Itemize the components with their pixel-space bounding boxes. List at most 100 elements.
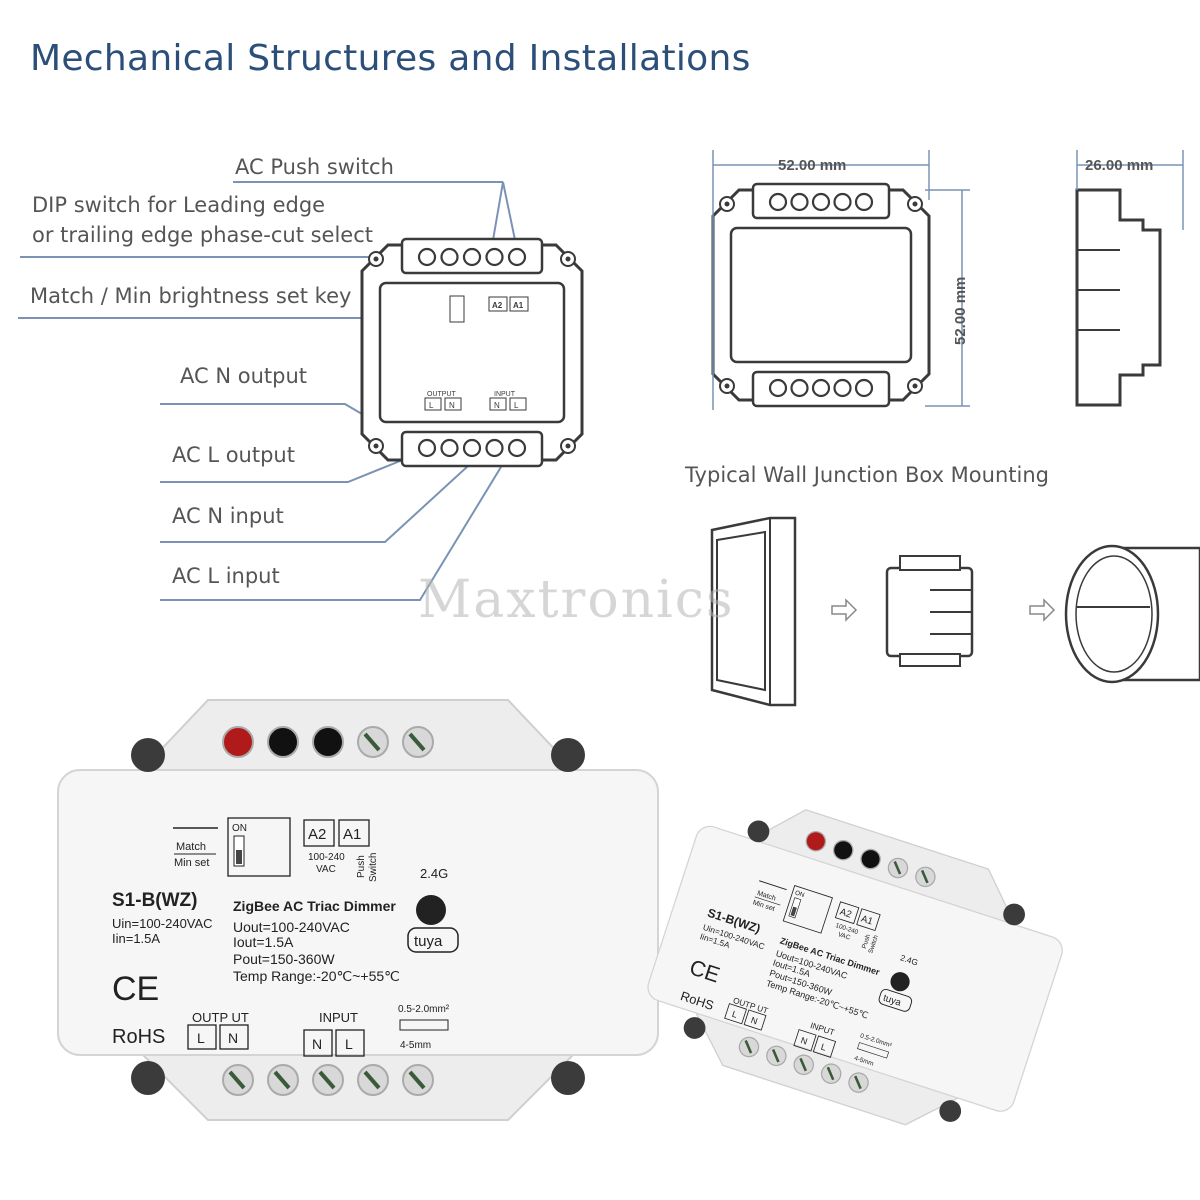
top-terminal-colored (805, 831, 827, 852)
mounting-hole-center (912, 383, 918, 389)
screw-hole (1003, 903, 1025, 926)
callout-ac-n-input: AC N input (172, 504, 284, 528)
schematic-in-n-box (489, 397, 507, 411)
match-label: Match (176, 841, 206, 853)
terminal-top (485, 247, 504, 267)
callout-ac-n-output: AC N output (180, 364, 307, 388)
match-key-symbol (759, 880, 787, 891)
arrow-icon (1029, 598, 1056, 622)
terminal-bottom (507, 438, 527, 458)
a2-box (488, 296, 508, 312)
uin-label: Uin=100-240VAC (112, 916, 213, 931)
front-face (57, 769, 659, 1056)
schematic-a2-label: A2 (492, 301, 503, 310)
screw-slot (799, 1057, 808, 1072)
screw-hole (551, 738, 585, 772)
iout-label: Iout=1.5A (233, 934, 294, 950)
dimmer-module-illustration (885, 555, 974, 667)
vac-range-label: 100-240 (308, 852, 345, 863)
screw-hole (683, 1017, 706, 1039)
dip-panel (782, 885, 833, 934)
arrow-icon (831, 598, 858, 622)
a2-label: A2 (308, 826, 326, 843)
terminal-bottom (768, 378, 788, 398)
leader-push-switch-a (492, 181, 504, 241)
terminal-top (833, 192, 852, 212)
screw-slot (318, 1070, 336, 1090)
dip-on-label: ON (232, 823, 247, 834)
mounting-hole-center (565, 443, 571, 449)
terminal-bottom (854, 378, 874, 398)
side-body (1075, 188, 1162, 407)
product-name: ZigBee AC Triac Dimmer (233, 898, 396, 914)
dimension-module-side (1075, 188, 1162, 407)
zigbee-logo-icon (890, 972, 910, 992)
screw-slot (408, 732, 426, 752)
wire-strip-icon (857, 1042, 890, 1059)
iin-label: Iin=1.5A (112, 931, 160, 946)
terminal-top (417, 247, 437, 267)
dim-height-label: 52.00 mm (952, 277, 969, 345)
output-n-box (219, 1024, 249, 1050)
front-face (647, 825, 1063, 1112)
dip-lever (236, 850, 242, 864)
output-n-label: N (750, 1015, 759, 1027)
mounting-hole-center (724, 383, 730, 389)
a2-box (303, 819, 335, 847)
terminal-top (768, 192, 788, 212)
output-label: OUTP UT (192, 1010, 249, 1025)
mounting-hole-center (373, 256, 379, 262)
mounting-title: Typical Wall Junction Box Mounting (684, 463, 1049, 487)
terminal-top (854, 192, 874, 212)
wire-strip-icon (399, 1019, 449, 1031)
screw-slot (363, 1070, 381, 1090)
ce-mark: CE (112, 970, 159, 1008)
terminal-top (811, 192, 831, 212)
freq-label: 2.4G (420, 866, 448, 881)
schematic-input-label: INPUT (494, 391, 516, 398)
terminal-top (462, 247, 482, 267)
terminal-top (440, 247, 459, 267)
tuya-badge (407, 927, 459, 953)
switch-rocker (716, 530, 766, 692)
output-l-label: L (197, 1030, 205, 1046)
vac-label: VAC (837, 931, 852, 942)
module-face (378, 281, 566, 424)
terminal-bottom (462, 438, 482, 458)
schematic-a1-label: A1 (513, 301, 524, 310)
screw-slot (893, 861, 902, 875)
strip-length-label: 4-5mm (400, 1040, 431, 1051)
pout-label: Pout=150-360W (233, 951, 335, 967)
dip-lever (790, 906, 797, 917)
module-face (729, 226, 913, 364)
terminal-bottom (790, 378, 809, 398)
input-n-label: N (800, 1035, 809, 1047)
leader-ac-n-input (160, 443, 493, 543)
watermark: Maxtronics (418, 570, 735, 630)
screw-slot (363, 732, 381, 752)
mounting-hole-center (724, 201, 730, 207)
wire-size-label: 0.5-2.0mm² (398, 1004, 450, 1015)
dimension-module-front (711, 182, 931, 408)
screw-slot (228, 1070, 246, 1090)
vac-label: VAC (316, 864, 336, 875)
a2-box (834, 901, 860, 925)
input-n-box (303, 1029, 333, 1057)
top-terminal-colored (222, 726, 254, 758)
output-l-label: L (731, 1009, 739, 1020)
match-divider (754, 896, 781, 906)
terminal-bottom (811, 378, 831, 398)
top-terminal-colored (832, 839, 854, 861)
schematic-in-l-box (509, 397, 527, 411)
input-n-label: N (312, 1036, 322, 1052)
a1-box (856, 908, 881, 932)
input-l-box (335, 1029, 365, 1057)
callout-dip-switch-2: or trailing edge phase-cut select (32, 223, 373, 247)
a1-box (338, 819, 370, 847)
schematic-out-n-box (444, 397, 462, 411)
output-n-label: N (228, 1030, 238, 1046)
callout-ac-l-input: AC L input (172, 564, 280, 588)
screw-hole (939, 1100, 962, 1122)
